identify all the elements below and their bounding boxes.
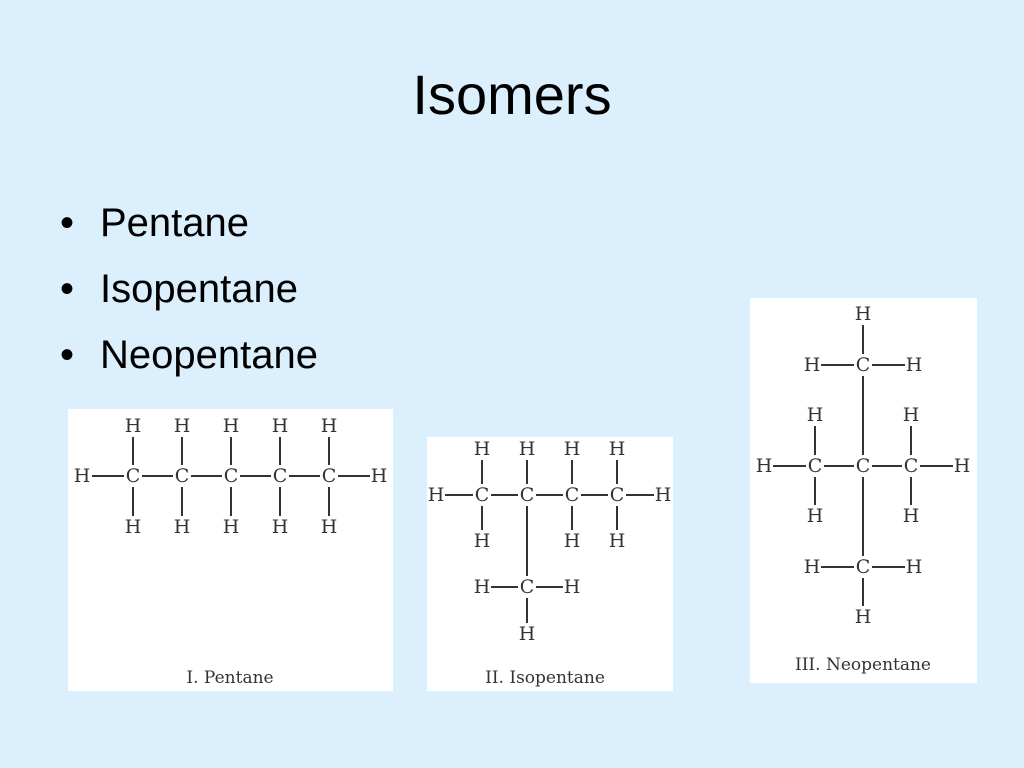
- carbon-atom: C: [273, 465, 288, 487]
- pentane-structural-formula: H C H H C H H C H H C H H C H H H I. Pentane: [74, 415, 388, 688]
- hydrogen-atom: H: [519, 438, 536, 460]
- hydrogen-atom: H: [804, 556, 821, 578]
- carbon-atom: C: [904, 455, 919, 477]
- hydrogen-atom: H: [272, 516, 289, 538]
- hydrogen-atom: H: [609, 438, 626, 460]
- hydrogen-atom: H: [321, 415, 338, 437]
- neopentane-structure-figure: H C H H C C C H H H H H H C H H H III. Neopentane: [750, 298, 977, 683]
- hydrogen-atom: H: [371, 465, 388, 487]
- hydrogen-atom: H: [564, 438, 581, 460]
- bullet-text: Isopentane: [100, 267, 298, 311]
- bullet-text: Neopentane: [100, 333, 318, 377]
- carbon-atom: C: [224, 465, 239, 487]
- carbon-atom: C: [322, 465, 337, 487]
- carbon-atom: C: [520, 576, 535, 598]
- pentane-structure-figure: H C H H C H H C H H C H H C H H H I. Pentane: [68, 409, 393, 691]
- hydrogen-atom: H: [807, 404, 824, 426]
- hydrogen-atom: H: [906, 556, 923, 578]
- hydrogen-atom: H: [855, 303, 872, 325]
- hydrogen-atom: H: [74, 465, 91, 487]
- carbon-atom: C: [126, 465, 141, 487]
- carbon-atom: C: [175, 465, 190, 487]
- neopentane-structural-formula: H C H H C C C H H H H H H C H H H III. Neopentane: [756, 303, 971, 675]
- carbon-atom: C: [520, 484, 535, 506]
- hydrogen-atom: H: [223, 516, 240, 538]
- bullet-item-neopentane: • Neopentane: [60, 322, 318, 388]
- slide-title: Isomers: [412, 63, 612, 126]
- isopentane-structural-formula: H C H C H C H C H H H H H C H H H II. Isopentane: [428, 438, 672, 688]
- hydrogen-atom: H: [906, 354, 923, 376]
- hydrogen-atom: H: [954, 455, 971, 477]
- carbon-atom: C: [808, 455, 823, 477]
- carbon-atom: C: [475, 484, 490, 506]
- hydrogen-atom: H: [125, 516, 142, 538]
- hydrogen-atom: H: [609, 530, 626, 552]
- bullet-list: • Pentane • Isopentane • Neopentane: [60, 190, 318, 388]
- hydrogen-atom: H: [564, 576, 581, 598]
- structure-caption: II. Isopentane: [485, 668, 605, 688]
- carbon-atom: C: [856, 354, 871, 376]
- bullet-marker: •: [60, 267, 75, 311]
- hydrogen-atom: H: [807, 505, 824, 527]
- hydrogen-atom: H: [474, 576, 491, 598]
- hydrogen-atom: H: [174, 415, 191, 437]
- hydrogen-atom: H: [655, 484, 672, 506]
- bullet-marker: •: [60, 333, 75, 377]
- carbon-atom: C: [856, 556, 871, 578]
- hydrogen-atom: H: [125, 415, 142, 437]
- hydrogen-atom: H: [564, 530, 581, 552]
- hydrogen-atom: H: [519, 623, 536, 645]
- structure-caption: III. Neopentane: [795, 655, 931, 675]
- bullet-item-isopentane: • Isopentane: [60, 256, 318, 322]
- carbon-atom: C: [856, 455, 871, 477]
- hydrogen-atom: H: [474, 438, 491, 460]
- bullet-marker: •: [60, 201, 75, 245]
- hydrogen-atom: H: [428, 484, 445, 506]
- hydrogen-atom: H: [321, 516, 338, 538]
- carbon-atom: C: [565, 484, 580, 506]
- hydrogen-atom: H: [903, 404, 920, 426]
- hydrogen-atom: H: [174, 516, 191, 538]
- isopentane-structure-figure: H C H C H C H C H H H H H C H H H II. Isopentane: [427, 437, 673, 691]
- hydrogen-atom: H: [903, 505, 920, 527]
- hydrogen-atom: H: [474, 530, 491, 552]
- hydrogen-atom: H: [223, 415, 240, 437]
- hydrogen-atom: H: [804, 354, 821, 376]
- bullet-item-pentane: • Pentane: [60, 190, 318, 256]
- hydrogen-atom: H: [855, 606, 872, 628]
- hydrogen-atom: H: [756, 455, 773, 477]
- bullet-text: Pentane: [100, 201, 250, 245]
- carbon-atom: C: [610, 484, 625, 506]
- hydrogen-atom: H: [272, 415, 289, 437]
- structure-caption: I. Pentane: [186, 668, 273, 688]
